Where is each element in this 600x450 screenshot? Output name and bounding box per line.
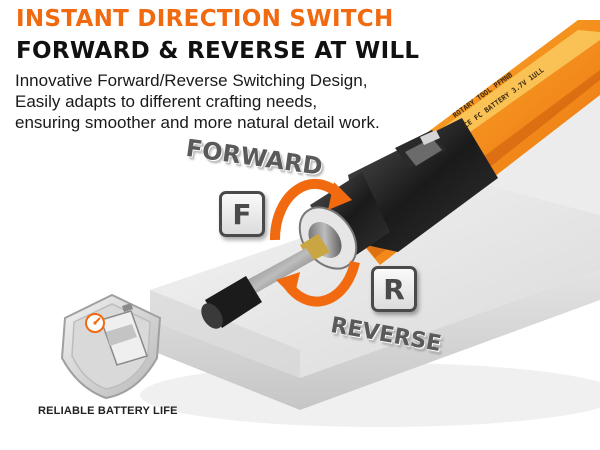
rotation-arrow-icon [269, 178, 360, 307]
battery-cell-icon [100, 303, 148, 366]
brush-head [201, 276, 262, 329]
gauge-icon [85, 313, 105, 333]
power-button [405, 130, 442, 166]
headline-secondary: FORWARD & REVERSE AT WILL [16, 38, 420, 64]
rotary-tool [201, 20, 600, 329]
headline-primary: INSTANT DIRECTION SWITCH [16, 6, 394, 32]
description-line-3: ensuring smoother and more natural detai… [15, 113, 380, 132]
forward-key-icon: F [219, 191, 265, 237]
reverse-key-icon: R [371, 266, 417, 312]
feature-description: Innovative Forward/Reverse Switching Des… [15, 70, 380, 133]
spindle-shaft [236, 234, 330, 300]
battery-life-caption: RELIABLE BATTERY LIFE [38, 405, 178, 417]
description-line-2: Easily adapts to different crafting need… [15, 92, 318, 111]
battery-shield-icon [60, 293, 162, 400]
description-line-1: Innovative Forward/Reverse Switching Des… [15, 71, 368, 90]
